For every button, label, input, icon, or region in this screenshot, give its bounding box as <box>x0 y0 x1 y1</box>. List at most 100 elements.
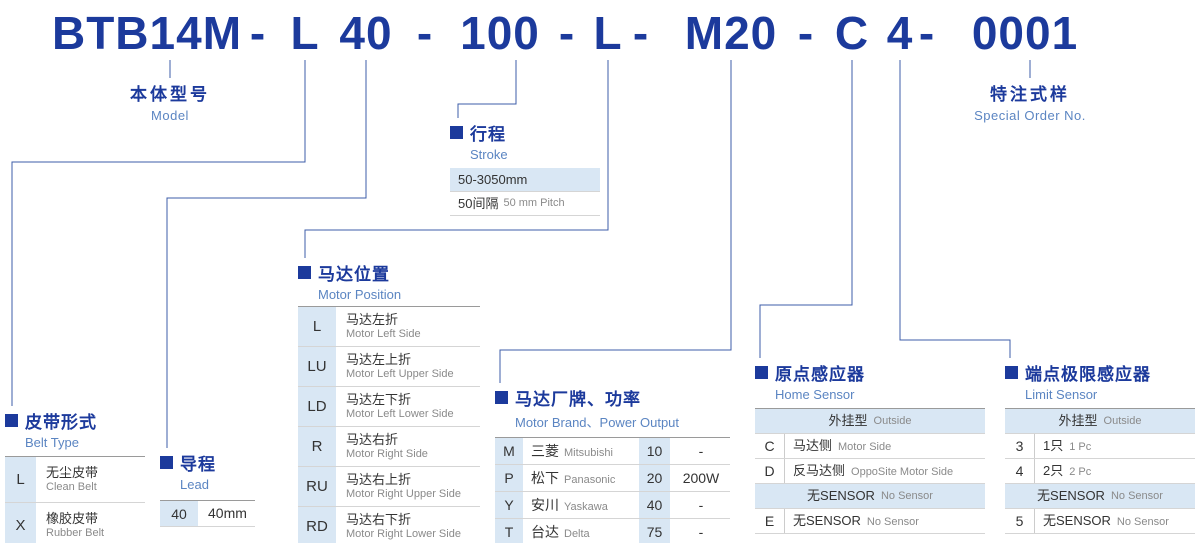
model-code-segment-special-order: 0001 <box>971 7 1079 59</box>
model-code-segment-lead: 40 <box>339 7 393 59</box>
motor-brand-heading-en: Motor Brand、Power Output <box>515 415 680 430</box>
position-code: L <box>298 307 338 346</box>
lead-code: 40 <box>160 501 200 526</box>
stroke-pitch-zh: 50间隔 <box>458 195 499 211</box>
table-row: X 橡胶皮带 Rubber Belt <box>5 503 145 543</box>
sensor-code: D <box>755 459 785 483</box>
table-row: P 松下 Panasonic 20 200W <box>495 465 730 492</box>
position-code: LD <box>298 387 338 426</box>
model-code-separator: - <box>416 7 434 59</box>
brand-name: 松下 Panasonic <box>531 469 616 486</box>
lead-heading: 导程 <box>160 450 255 475</box>
sensor-group-row: 无SENSOR No Sensor <box>1005 484 1195 509</box>
special-order-label: 特注式样 Special Order No. <box>930 80 1130 123</box>
table-row: 4 2只 2 Pc <box>1005 459 1195 484</box>
belt-type-heading-zh: 皮带形式 <box>25 413 97 432</box>
motor-position-table: L 马达左折 Motor Left Side LU 马达左上折 Motor Le… <box>298 306 480 543</box>
section-bullet-icon <box>755 366 768 379</box>
table-row: E 无SENSOR No Sensor <box>755 509 985 534</box>
power-code: 20 <box>639 465 672 491</box>
model-label-en: Model <box>151 108 189 123</box>
brand-code: P <box>495 465 525 491</box>
sensor-group-row: 无SENSOR No Sensor <box>755 484 985 509</box>
home-sensor-heading-zh: 原点感应器 <box>775 365 865 384</box>
model-code-separator: - <box>249 7 267 59</box>
table-row: 3 1只 1 Pc <box>1005 434 1195 459</box>
home-sensor-heading: 原点感应器 <box>755 360 985 385</box>
section-bullet-icon <box>160 456 173 469</box>
sensor-desc: 无SENSOR No Sensor <box>793 513 919 529</box>
sensor-group-row: 外挂型 Outside <box>755 409 985 434</box>
table-row: RU 马达右上折 Motor Right Upper Side <box>298 467 480 507</box>
model-code-segment-home-sensor: C <box>834 7 870 59</box>
stroke-range-row: 50-3050mm <box>450 168 600 192</box>
position-desc: 马达右上折 Motor Right Upper Side <box>346 472 461 500</box>
model-code-separator: - <box>918 7 936 59</box>
brand-name: 三菱 Mitsubishi <box>531 442 613 459</box>
brand-code: Y <box>495 492 525 518</box>
model-code-separator: - <box>632 7 650 59</box>
brand-code: T <box>495 519 525 543</box>
limit-sensor-table: 外挂型 Outside 3 1只 1 Pc 4 2只 2 Pc 无SENSOR … <box>1005 408 1195 534</box>
section-bullet-icon <box>450 126 463 139</box>
belt-type-heading-en: Belt Type <box>25 435 79 450</box>
connector-home-sensor <box>759 60 853 358</box>
table-row: R 马达右折 Motor Right Side <box>298 427 480 467</box>
power-code: 10 <box>639 438 672 464</box>
position-desc: 马达左上折 Motor Left Upper Side <box>346 352 454 380</box>
position-code: LU <box>298 347 338 386</box>
belt-desc: 橡胶皮带 Rubber Belt <box>46 511 105 539</box>
lead-section: 导程 Lead 40 40mm <box>160 450 255 527</box>
belt-type-section: 皮带形式 Belt Type L 无尘皮带 Clean Belt X 橡胶皮带 … <box>5 408 145 543</box>
model-code-segment-stroke: 100 <box>460 7 540 59</box>
model-code-separator: - <box>797 7 815 59</box>
stroke-pitch-row: 50间隔 50 mm Pitch <box>450 192 600 216</box>
position-desc: 马达右下折 Motor Right Lower Side <box>346 512 461 540</box>
position-desc: 马达左下折 Motor Left Lower Side <box>346 392 454 420</box>
table-row: C 马达侧 Motor Side <box>755 434 985 459</box>
sensor-code: E <box>755 509 785 533</box>
stroke-table: 50-3050mm 50间隔 50 mm Pitch <box>450 168 600 216</box>
model-code-segment-belt: L <box>290 7 320 59</box>
motor-position-heading-en: Motor Position <box>318 287 402 302</box>
table-row: L 马达左折 Motor Left Side <box>298 307 480 347</box>
sensor-desc: 反马达侧 OppoSite Motor Side <box>793 463 954 479</box>
limit-sensor-section: 端点极限感应器 Limit Sensor 外挂型 Outside 3 1只 1 … <box>1005 360 1195 534</box>
position-code: R <box>298 427 338 466</box>
brand-name: 台达 Delta <box>531 523 590 540</box>
position-code: RD <box>298 507 338 543</box>
model-code-segment-body: BTB14M <box>51 7 243 59</box>
power-value: 200W <box>682 470 720 486</box>
section-bullet-icon <box>1005 366 1018 379</box>
motor-position-heading-zh: 马达位置 <box>318 265 390 284</box>
limit-sensor-heading-zh: 端点极限感应器 <box>1025 365 1151 384</box>
brand-name: 安川 Yaskawa <box>531 496 608 513</box>
model-code-separator: - <box>558 7 576 59</box>
motor-brand-table: M 三菱 Mitsubishi 10 - P 松下 Panasonic 20 2… <box>495 437 730 543</box>
table-row: M 三菱 Mitsubishi 10 - <box>495 438 730 465</box>
stroke-heading: 行程 <box>450 120 600 145</box>
brand-code: M <box>495 438 525 464</box>
lead-table: 40 40mm <box>160 500 255 527</box>
section-bullet-icon <box>298 266 311 279</box>
sensor-code: C <box>755 434 785 458</box>
belt-code: X <box>5 503 38 543</box>
model-code-segment-motor-brand: M20 <box>684 7 778 59</box>
stroke-range: 50-3050mm <box>458 171 528 187</box>
motor-position-heading: 马达位置 <box>298 260 480 285</box>
model-code-segment-motor-position: L <box>593 7 623 59</box>
sensor-desc: 2只 2 Pc <box>1043 463 1092 479</box>
limit-sensor-heading-en: Limit Sensor <box>1025 387 1098 402</box>
motor-brand-heading: 马达厂牌、功率 <box>495 385 730 410</box>
limit-sensor-heading: 端点极限感应器 <box>1005 360 1195 385</box>
stroke-heading-en: Stroke <box>470 147 508 162</box>
table-row: RD 马达右下折 Motor Right Lower Side <box>298 507 480 543</box>
motor-position-section: 马达位置 Motor Position L 马达左折 Motor Left Si… <box>298 260 480 543</box>
table-row: LD 马达左下折 Motor Left Lower Side <box>298 387 480 427</box>
model-code-segment-limit-sensor: 4 <box>886 7 914 59</box>
belt-desc: 无尘皮带 Clean Belt <box>46 465 99 493</box>
table-row: 40 40mm <box>160 501 255 527</box>
home-sensor-heading-en: Home Sensor <box>775 387 855 402</box>
belt-type-heading: 皮带形式 <box>5 408 145 433</box>
sensor-code: 4 <box>1005 459 1035 483</box>
